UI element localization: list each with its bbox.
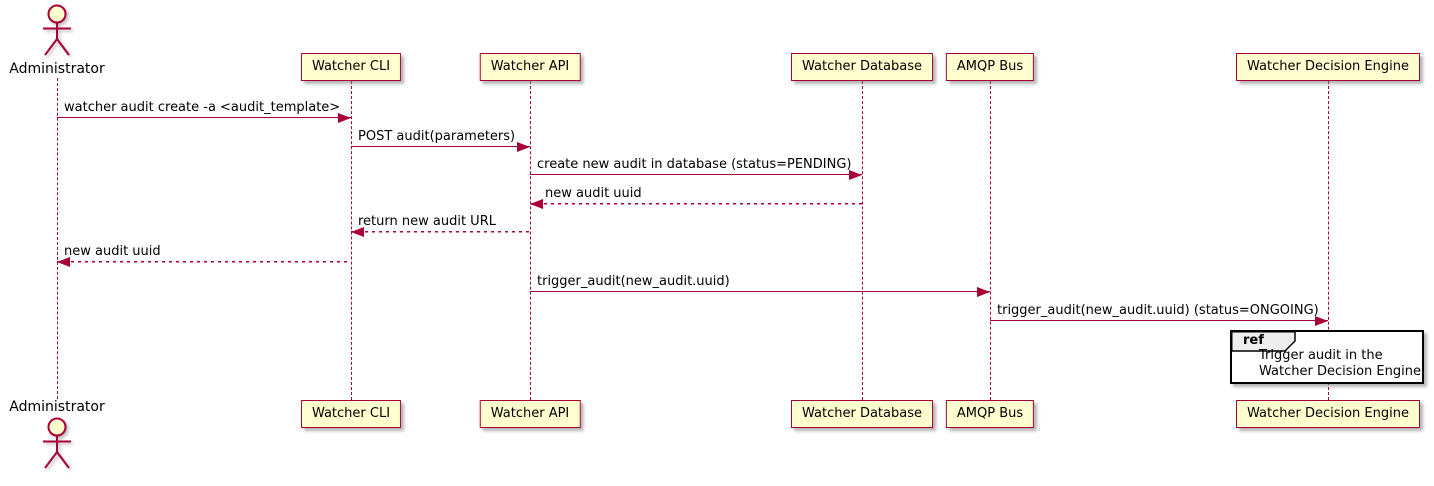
message-label: POST audit(parameters) [358, 129, 516, 144]
participant-amqp-bus-bottom: AMQP Bus [945, 400, 1035, 428]
arrowhead-icon [977, 287, 990, 297]
arrowhead-icon [517, 142, 530, 152]
participant-watcher-api-top: Watcher API [479, 53, 581, 81]
participant-watcher-decision-engine-top: Watcher Decision Engine [1236, 53, 1420, 81]
arrowhead-icon [351, 227, 364, 237]
arrowhead-icon [338, 113, 351, 123]
message-label: new audit uuid [64, 244, 161, 259]
actor-icon [43, 4, 71, 56]
message-line [351, 231, 530, 233]
actor-label-administrator-top: Administrator [9, 61, 105, 77]
message-label: new audit uuid [545, 186, 642, 201]
arrowhead-icon [1315, 316, 1328, 326]
message-line [530, 174, 862, 175]
lifeline-watcher-decision-engine [1328, 81, 1329, 400]
lifeline-watcher-api [530, 81, 531, 400]
participant-watcher-database-bottom: Watcher Database [791, 400, 933, 428]
ref-text-line: Watcher Decision Engine [1259, 364, 1421, 379]
message-label: watcher audit create -a <audit_template> [64, 100, 341, 115]
ref-fragment: ref Trigger audit in the Watcher Decisio… [1230, 330, 1424, 384]
lifeline-watcher-cli [351, 81, 352, 400]
lifeline-administrator [57, 78, 58, 399]
participant-watcher-cli-bottom: Watcher CLI [300, 400, 402, 428]
participant-watcher-cli-top: Watcher CLI [300, 53, 402, 81]
arrowhead-icon [849, 170, 862, 180]
lifeline-amqp-bus [990, 81, 991, 400]
message-line [57, 117, 351, 118]
message-label: return new audit URL [358, 214, 496, 229]
message-label: create new audit in database (status=PEN… [537, 157, 852, 172]
actor-label-administrator-bottom: Administrator [9, 399, 105, 415]
arrowhead-icon [530, 199, 543, 209]
message-line [351, 146, 530, 147]
message-line [530, 203, 862, 205]
participant-amqp-bus-top: AMQP Bus [945, 53, 1035, 81]
arrowhead-icon [57, 257, 70, 267]
message-label: trigger_audit(new_audit.uuid) (status=ON… [997, 303, 1319, 318]
ref-text-line: Trigger audit in the [1259, 348, 1383, 363]
ref-header-pentagon [1231, 331, 1296, 352]
message-line [57, 261, 351, 263]
lifeline-watcher-database [862, 81, 863, 400]
participant-watcher-decision-engine-bottom: Watcher Decision Engine [1236, 400, 1420, 428]
actor-icon [43, 417, 71, 469]
ref-keyword: ref [1243, 333, 1264, 348]
participant-watcher-api-bottom: Watcher API [479, 400, 581, 428]
participant-watcher-database-top: Watcher Database [791, 53, 933, 81]
message-line [990, 320, 1328, 321]
message-label: trigger_audit(new_audit.uuid) [537, 274, 730, 289]
message-line [530, 291, 990, 292]
